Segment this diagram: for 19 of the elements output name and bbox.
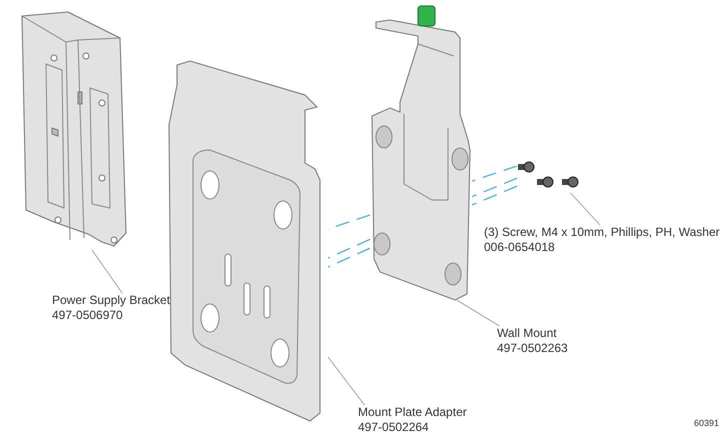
part-name: Mount Plate Adapter [358,405,467,420]
alignment-line [328,238,370,259]
part-name: Power Supply Bracket [52,293,170,308]
part-name: Wall Mount [497,326,557,341]
leader-line [570,192,600,226]
figure-number: 60391 [694,418,720,428]
alignment-line [472,178,518,198]
alignment-line [328,214,370,230]
part-number: 497-0502263 [497,341,568,356]
alignment-line [328,248,370,268]
leader-line [328,356,365,406]
leader-line [456,300,500,326]
part-name: (3) Screw, M4 x 10mm, Phillips, PH, Washer [484,225,720,240]
part-number: 006-0654018 [484,240,555,255]
alignment-line [472,165,518,182]
part-number: 497-0506970 [52,308,123,323]
part-number: 497-0502264 [358,420,429,434]
leader-line [92,250,123,294]
alignment-line [472,186,518,206]
